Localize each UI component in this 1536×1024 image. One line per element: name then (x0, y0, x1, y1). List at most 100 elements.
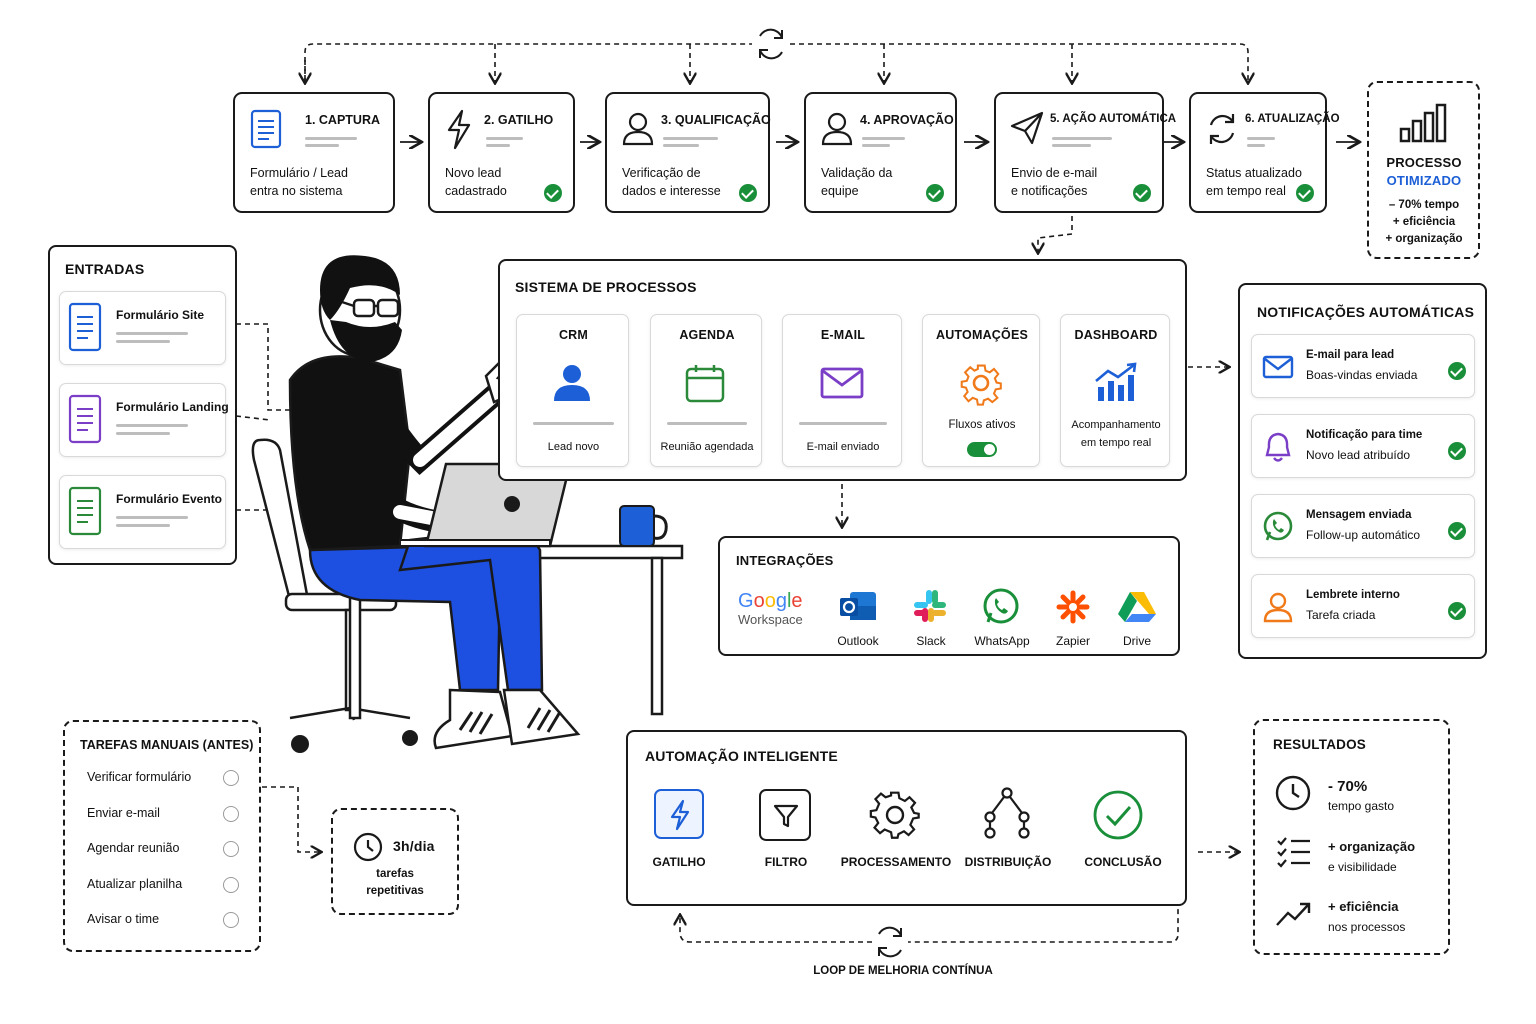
user-icon (1262, 591, 1294, 628)
placeholder-line (305, 137, 357, 140)
tarefa-radio[interactable] (223, 876, 239, 893)
tarefa-radio[interactable] (223, 805, 239, 822)
checklist-icon (1277, 837, 1310, 868)
resultado-title: - 70% (1328, 778, 1368, 795)
tarefa-radio[interactable] (223, 912, 239, 928)
flow-step-label: 4. APROVAÇÃO (860, 113, 954, 127)
gear-icon (960, 363, 1004, 416)
module-label: CRM (558, 328, 589, 342)
lightning-icon (670, 799, 690, 831)
trend-up-icon (1276, 902, 1311, 926)
entrada-label: Formulário Evento (116, 492, 223, 506)
flow-step-label: 2. GATILHO (484, 113, 554, 127)
placeholder-line (862, 137, 905, 140)
flow-step-desc-2: equipe (821, 184, 859, 198)
mail-icon (1262, 351, 1294, 388)
tarefa-radio[interactable] (223, 770, 239, 786)
notificacao-title: Lembrete interno (1306, 589, 1400, 601)
module-caption-2: em tempo real (1080, 437, 1152, 449)
refresh-icon (759, 28, 783, 60)
tarefa-manual-label: Avisar o time (87, 912, 160, 926)
user-icon (552, 363, 596, 416)
automacao-step-label: FILTRO (764, 855, 808, 869)
placeholder-line (663, 144, 699, 147)
flow-step-desc-2: cadastrado (445, 184, 507, 198)
resultado-title: + eficiência (1328, 899, 1399, 914)
tarefa-manual-label: Verificar formulário (87, 770, 192, 784)
check-icon (1448, 362, 1466, 380)
resultado-desc: tempo gasto (1328, 799, 1395, 813)
flow-step-label: 6. ATUALIZAÇÃO (1245, 113, 1340, 125)
integracao-label: Zapier (1055, 634, 1090, 648)
tarefa-manual-label: Agendar reunião (87, 841, 180, 855)
automacao-step-label: DISTRIBUIÇÃO (964, 855, 1052, 869)
module-caption: Fluxos ativos (948, 419, 1016, 431)
placeholder-line (305, 144, 339, 147)
module-caption: Reunião agendada (660, 441, 754, 453)
notificacao-desc: Tarefa criada (1306, 608, 1376, 622)
automacao-panel: AUTOMAÇÃO INTELIGENTE (626, 730, 1187, 906)
entrada-item[interactable]: Formulário Landing (59, 383, 229, 457)
flow-step-desc-2: dados e interesse (622, 184, 721, 198)
placeholder-line (533, 422, 614, 425)
otimizado-label: OTIMIZADO (1386, 173, 1462, 188)
placeholder-line (116, 332, 188, 335)
flow-step-label: 5. AÇÃO AUTOMÁTICA (1050, 113, 1177, 125)
tarefa-radio[interactable] (223, 841, 239, 857)
resultado-desc: nos processos (1328, 920, 1406, 934)
placeholder-line (663, 137, 718, 140)
check-icon (1133, 184, 1151, 202)
flow-step-3: 3. QUALIFICAÇÃO Verificação de dados e int… (605, 92, 771, 213)
module-label: E-MAIL (820, 328, 866, 342)
check-icon (544, 184, 562, 202)
zapier-icon (1056, 590, 1090, 624)
result-line-2: + eficiência (1392, 216, 1456, 228)
filter-icon (773, 804, 799, 828)
google-logo: Google (738, 590, 803, 612)
check-icon (1448, 442, 1466, 460)
flow-step-desc-1: Verificação de (622, 166, 701, 180)
automacao-step-label: GATILHO (652, 855, 706, 869)
drive-icon (1118, 592, 1156, 622)
check-icon (739, 184, 757, 202)
module-label: AGENDA (679, 328, 735, 342)
refresh-icon (1205, 110, 1241, 150)
check-icon (1448, 602, 1466, 620)
notificacao-title: Notificação para time (1306, 429, 1423, 441)
sneakers (433, 688, 581, 750)
sistema-title: SISTEMA DE PROCESSOS (515, 279, 697, 295)
outlook-icon (840, 592, 876, 620)
time-desc-1: tarefas (376, 868, 414, 880)
module-caption-1: Acompanhamento (1071, 419, 1161, 431)
entrada-label: Formulário Landing (116, 400, 229, 414)
flow-step-label: 1. CAPTURA (305, 113, 381, 127)
entrada-item[interactable]: Formulário Evento (59, 475, 226, 549)
lightning-icon (444, 109, 480, 150)
person-at-desk-illustration (251, 255, 684, 753)
check-icon (926, 184, 944, 202)
form-icon (68, 394, 104, 451)
module-agenda[interactable]: AGENDA Reunião agendada (650, 314, 762, 467)
form-icon (68, 486, 104, 543)
placeholder-line (116, 524, 170, 527)
processo-otimizado-card: PROCESSO OTIMIZADO – 70% tempo + eficiên… (1367, 81, 1480, 259)
time-desc-2: repetitivas (366, 885, 424, 897)
entrada-item[interactable]: Formulário Site (59, 291, 226, 365)
flow-step-label: 3. QUALIFICAÇÃO (661, 113, 771, 127)
paper-plane-icon (1010, 110, 1046, 150)
automation-toggle[interactable] (967, 442, 997, 457)
flow-step-desc-1: Status atualizado (1206, 166, 1302, 180)
placeholder-line (1247, 137, 1275, 140)
